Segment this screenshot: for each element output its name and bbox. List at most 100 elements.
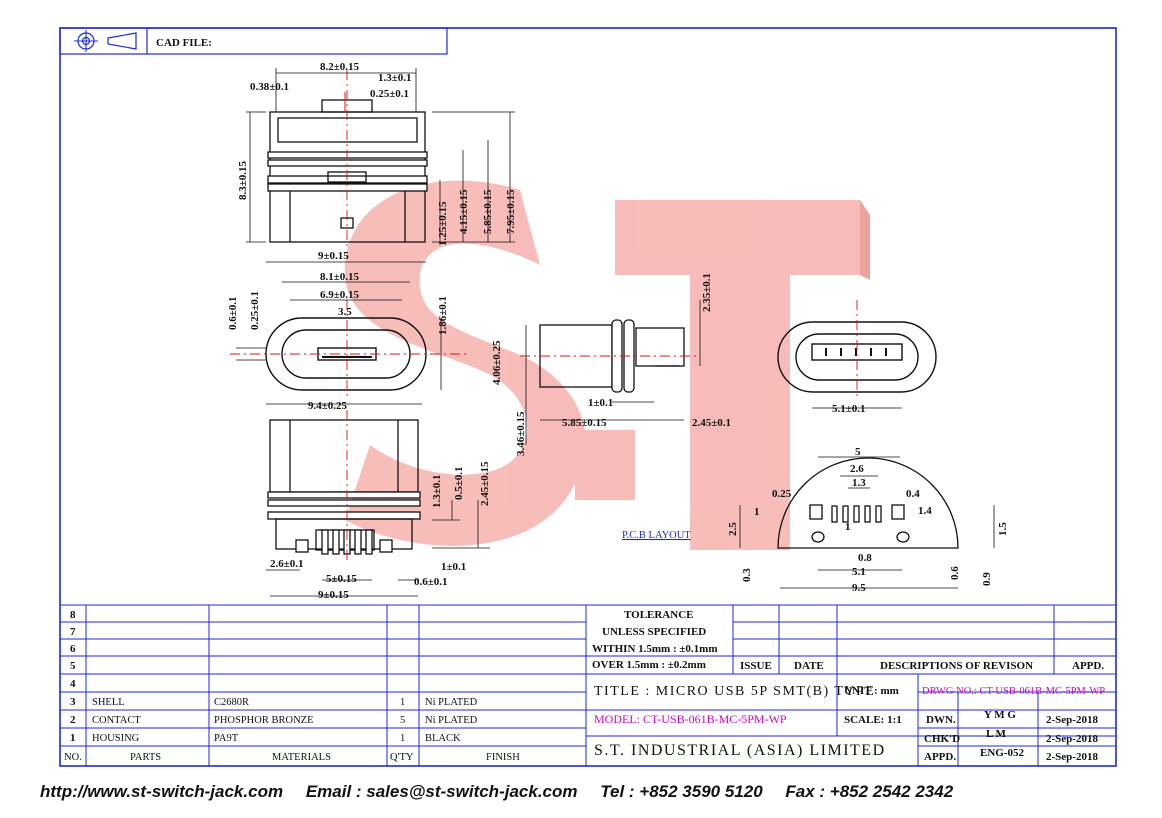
row-number: 6 [70,643,76,655]
pcb-dim-9-5: 9.5 [852,582,866,594]
cad-file-header: CAD FILE: [59,27,448,55]
revision-date: DATE [794,660,824,672]
contact-footer: http://www.st-switch-jack.com Email : sa… [40,782,1130,806]
dim-2-45-side: 2.45±0.1 [692,417,731,429]
dim-0-6: 0.6±0.1 [227,296,239,330]
top-view [267,70,428,250]
table-row-finish: Ni PLATED [425,697,478,708]
appd-value: ENG-052 [980,747,1025,759]
chkd-date: 2-Sep-2018 [1046,733,1098,745]
dim-8-3: 8.3±0.15 [237,160,249,200]
chkd-value: L M [986,728,1006,740]
dim-1-25: 1.25±0.15 [437,201,449,246]
pcb-dim-1-3: 1.3 [852,477,866,489]
revision-descriptions: DESCRIPTIONS OF REVISON [880,660,1033,672]
front-view [230,300,470,400]
header-parts: PARTS [130,752,161,763]
scale-label: SCALE: 1:1 [844,714,902,726]
row-number: 4 [70,678,76,690]
pcb-dim-5-1: 5.1 [852,566,866,578]
dim-4-15: 4.15±0.15 [458,189,470,234]
sheet-border [59,27,1117,767]
pcb-dim-1-4: 1.4 [918,505,932,517]
dim-2-45-bottom: 2.45±0.15 [479,461,491,506]
dim-7-95: 7.95±0.15 [505,189,517,234]
pcb-dim-1-b: 1 [845,521,851,533]
table-row-no: 1 [70,732,76,744]
header-finish: FINISH [486,752,520,763]
revision-appd: APPD. [1072,660,1104,672]
dim-5-1: 5.1±0.1 [832,403,866,415]
top-view-dimensions [246,68,515,243]
dim-5-85-side: 5.85±0.15 [562,417,607,429]
watermark-letter-t-side [860,200,870,280]
website-link[interactable]: http://www.st-switch-jack.com [40,782,284,801]
dim-0-6-bottom: 0.6±0.1 [414,576,448,588]
dim-2-6: 2.6±0.1 [270,558,304,570]
dim-0-25: 0.25±0.1 [370,88,409,100]
unit-label: UNIT : mm [844,685,899,697]
table-row-material: PHOSPHOR BRONZE [214,715,313,726]
table-row-qty: 5 [400,715,405,726]
pcb-dimensions [739,456,995,589]
dim-1-3-bottom: 1.3±0.1 [431,474,443,508]
table-row-part: HOUSING [92,733,140,744]
email-text[interactable]: Email : sales@st-switch-jack.com [305,782,578,801]
pcb-layout [777,457,959,549]
table-row-finish: BLACK [425,733,461,744]
dim-9: 9±0.15 [318,250,349,262]
dwn-value: Y M G [984,709,1016,721]
projection-symbol-icon [74,30,137,52]
title-block-grid [586,605,1116,766]
header-materials: MATERIALS [272,752,331,763]
pcb-dim-2-5: 2.5 [727,522,739,536]
dim-1-86: 1.86±0.1 [437,296,449,335]
tolerance-over: OVER 1.5mm : ±0.2mm [592,659,706,671]
bottom-view [267,410,421,560]
dim-1-bottom: 1±0.1 [441,561,466,573]
table-row-no: 3 [70,696,76,708]
fax-text: Fax : +852 2542 2342 [785,782,954,801]
table-row-qty: 1 [400,697,405,708]
pcb-dim-1-5: 1.5 [997,522,1009,536]
pcb-dim-0-6: 0.6 [949,566,961,580]
row-number: 7 [70,626,76,638]
dim-0-38: 0.38±0.1 [250,81,289,93]
dim-2-35: 2.35±0.1 [701,273,713,312]
side-view [520,319,700,393]
pcb-dim-2-6: 2.6 [850,463,864,475]
table-row-material: PA9T [214,733,239,744]
dim-3-46: 3.46±0.15 [515,411,527,456]
dim-4-06: 4.06±0.25 [491,340,503,385]
pcb-dim-0-25: 0.25 [772,488,792,500]
dim-9-4: 9.4±0.25 [308,400,348,412]
dim-9-bottom: 9±0.15 [318,589,349,601]
model-number: MODEL: CT-USB-061B-MC-5PM-WP [594,712,787,726]
table-row-qty: 1 [400,733,405,744]
dim-0-25-front: 0.25±0.1 [249,291,261,330]
table-row-no: 2 [70,714,76,726]
bottom-view-dimensions [266,403,490,597]
table-row-part: CONTACT [92,715,141,726]
right-view [777,300,937,400]
table-row-material: C2680R [214,697,249,708]
dim-0-5: 0.5±0.1 [453,466,465,500]
pcb-dim-0-9: 0.9 [981,572,993,586]
dwn-label: DWN. [926,714,956,726]
dim-6-9: 6.9±0.15 [320,289,360,301]
tolerance-within: WITHIN 1.5mm : ±0.1mm [592,643,718,655]
dim-8-1: 8.1±0.15 [320,271,360,283]
telephone-text: Tel : +852 3590 5120 [600,782,763,801]
revision-issue: ISSUE [740,660,772,672]
parts-table [60,604,1116,766]
pcb-dim-0-8: 0.8 [858,552,872,564]
dwn-date: 2-Sep-2018 [1046,714,1098,726]
chkd-label: CHK'D [924,733,960,745]
header-no: NO. [64,752,82,763]
dim-5-85: 5.85±0.15 [482,189,494,234]
header-qty: Q'TY [390,752,414,763]
dim-5: 5±0.15 [326,573,357,585]
dim-3-5: 3.5 [338,306,352,318]
dim-8-2: 8.2±0.15 [320,61,360,73]
